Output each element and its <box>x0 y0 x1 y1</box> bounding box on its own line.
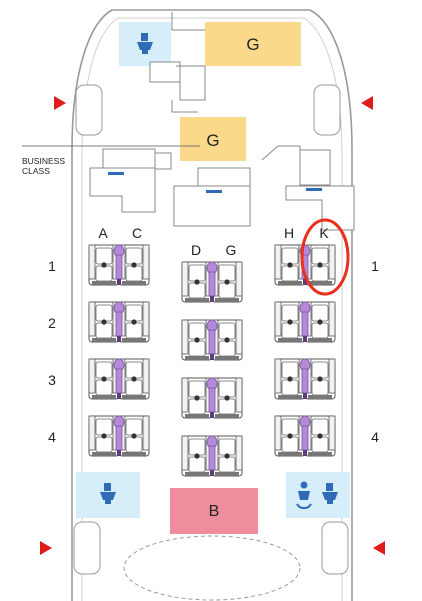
section-label-line1: BUSINESS <box>22 156 65 166</box>
exit-arrow-icon <box>361 96 373 110</box>
lounge-outline <box>123 535 301 601</box>
galley-top-label: G <box>246 35 259 54</box>
galley-top <box>205 22 301 66</box>
bar-label: B <box>209 503 220 520</box>
door-top-right <box>313 84 341 136</box>
bar-area <box>170 488 258 534</box>
galley-mid <box>180 117 246 161</box>
lavatory-icon <box>322 483 338 504</box>
lavatory-icon <box>137 33 153 54</box>
lavatory-bottom-right <box>286 472 350 518</box>
seat-pair-center-row-3 <box>181 377 243 419</box>
column-letter-g: G <box>226 242 237 258</box>
seat-pair-center-row-1 <box>181 261 243 303</box>
row-number-left-2: 2 <box>48 315 56 331</box>
section-label-line2: CLASS <box>22 166 50 176</box>
seat-pair-right-row-2 <box>274 301 336 343</box>
seat-pair-center-row-2 <box>181 319 243 361</box>
column-letter-a: A <box>98 225 108 241</box>
bulkhead-closets <box>89 145 355 231</box>
highlight-circle-seat-1k <box>300 218 350 296</box>
exit-arrow-icon <box>40 541 52 555</box>
row-number-left-1: 1 <box>48 258 56 274</box>
seat-pair-left-row-2 <box>88 301 150 343</box>
row-number-right-4: 4 <box>371 429 379 445</box>
crew-light <box>108 172 124 175</box>
door-top-left <box>75 84 103 136</box>
seat-pair-right-row-4 <box>274 415 336 457</box>
crew-light <box>306 188 322 191</box>
row-number-left-4: 4 <box>48 429 56 445</box>
column-letter-d: D <box>191 242 201 258</box>
seat-pair-left-row-1 <box>88 244 150 286</box>
galley-mid-label: G <box>206 131 219 150</box>
column-letter-k: K <box>319 225 329 241</box>
lavatory-icon <box>100 483 116 504</box>
exit-arrow-icon <box>54 96 66 110</box>
row-number-left-3: 3 <box>48 372 56 388</box>
seat-pair-left-row-4 <box>88 415 150 457</box>
row-number-right-1: 1 <box>371 258 379 274</box>
baby-change-icon <box>296 481 312 510</box>
galley-structure-top <box>149 12 206 113</box>
crew-light <box>206 190 222 193</box>
exit-arrow-icon <box>373 541 385 555</box>
seat-pair-right-row-3 <box>274 358 336 400</box>
column-letter-c: C <box>132 225 142 241</box>
column-letter-h: H <box>284 225 294 241</box>
door-bottom-left <box>73 521 101 575</box>
seat-pair-center-row-4 <box>181 435 243 477</box>
door-bottom-right <box>321 521 349 575</box>
seat-pair-left-row-3 <box>88 358 150 400</box>
